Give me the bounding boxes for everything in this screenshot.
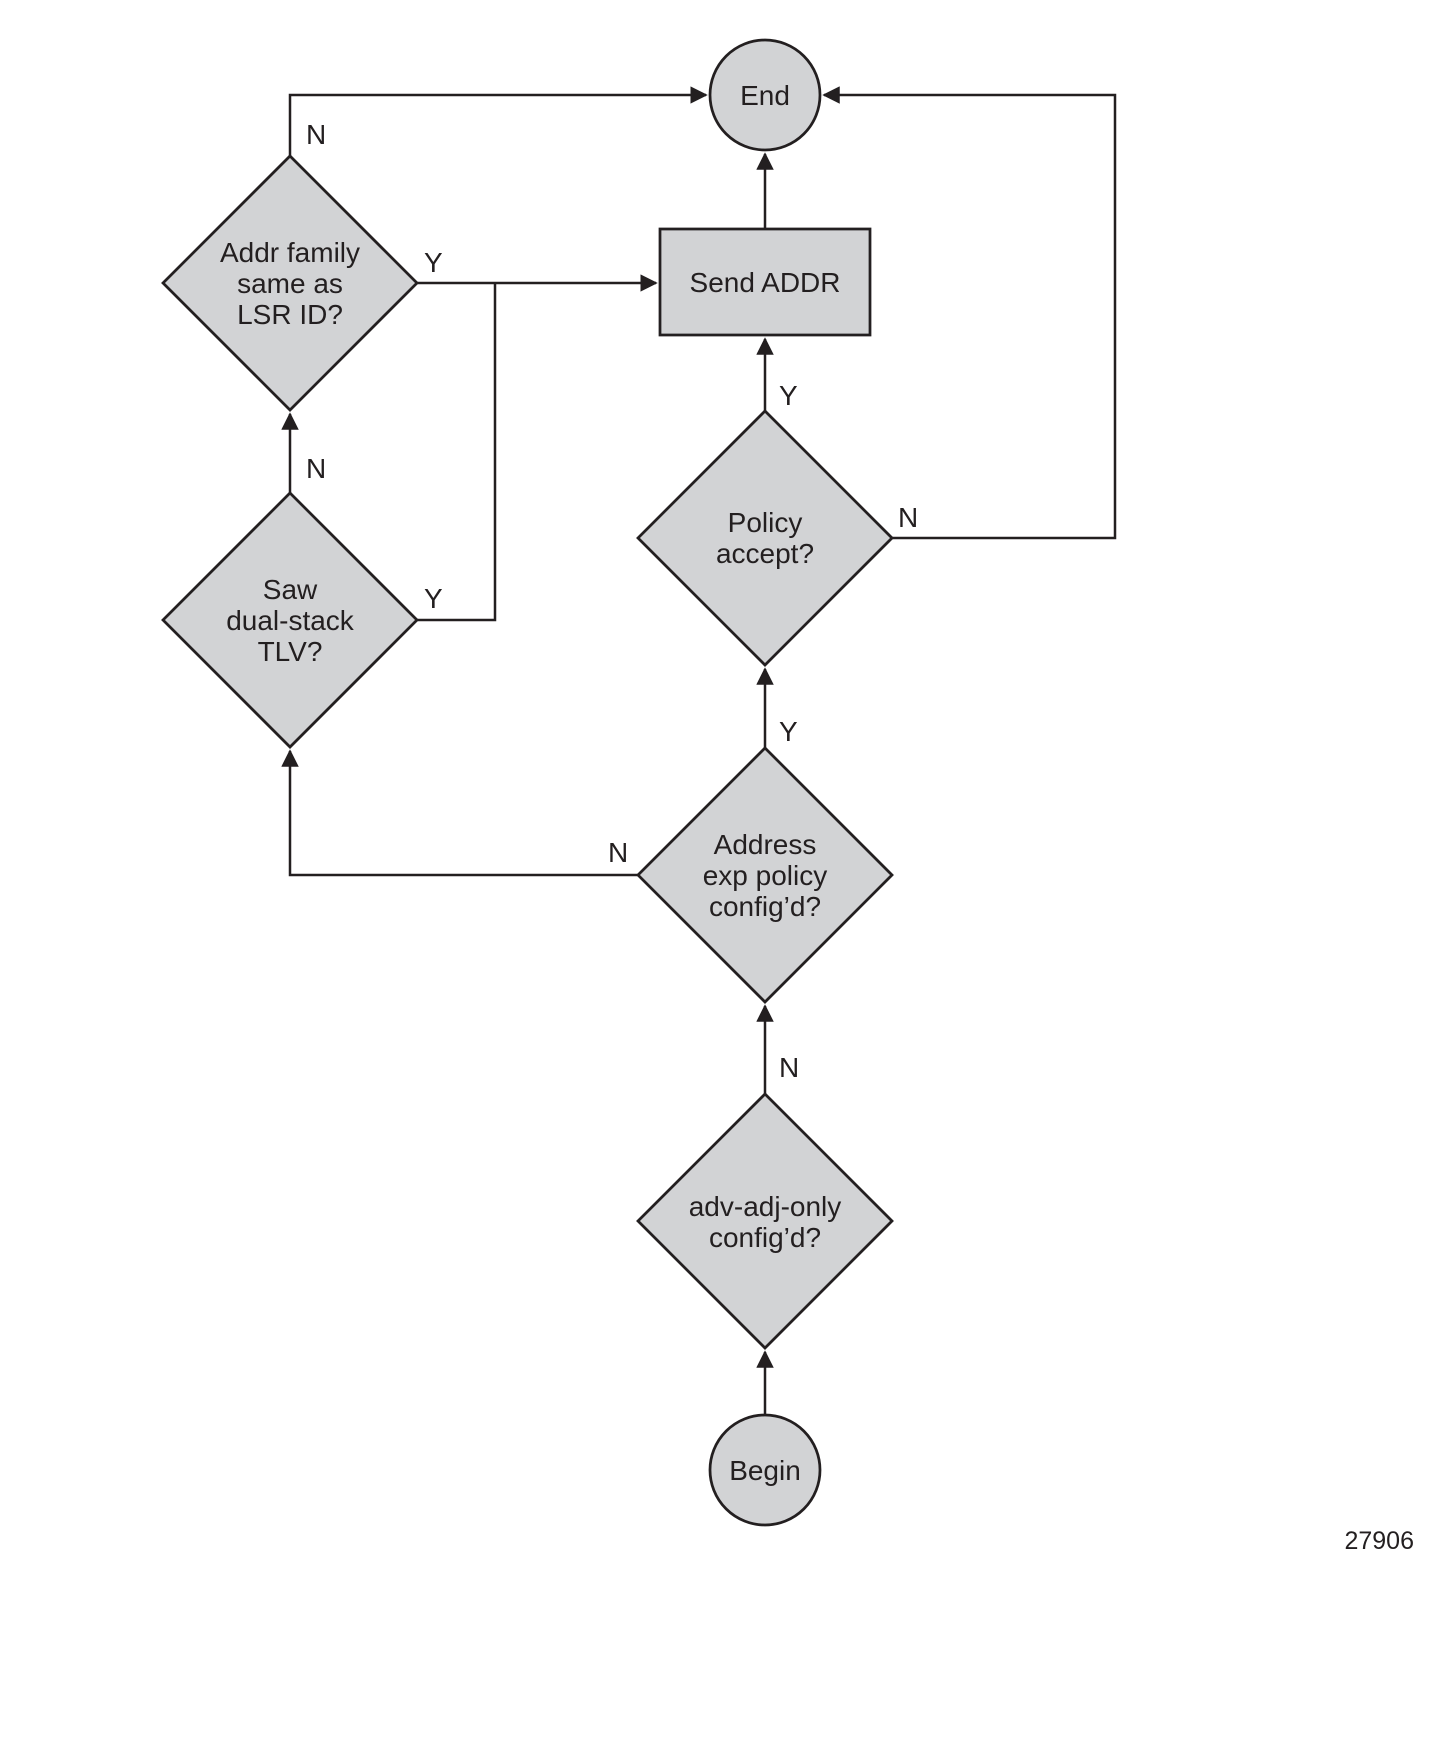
addr-family-decision — [161, 154, 419, 412]
adv-adj-only-label-line1: adv-adj-only — [689, 1191, 842, 1222]
addr-exp-policy-label-line3: config’d? — [709, 891, 821, 922]
edge-saw-dual-stack-yes-join — [417, 283, 497, 622]
addr-exp-policy-label-line1: Address — [714, 829, 817, 860]
policy-accept-label-line2: accept? — [716, 538, 814, 569]
edge-label-policy-accept-yes: Y — [779, 380, 798, 411]
edge-policy-accept-no-to-end — [822, 86, 1117, 540]
edge-label-addr-exp-policy-no: N — [608, 837, 628, 868]
begin-node — [708, 1413, 822, 1527]
edge-label-saw-dual-stack-no: N — [306, 453, 326, 484]
end-label: End — [740, 80, 790, 111]
addr-exp-policy-label-line2: exp policy — [703, 860, 828, 891]
edge-label-addr-family-no: N — [306, 119, 326, 150]
edge-label-policy-accept-no: N — [898, 502, 918, 533]
send-addr-label: Send ADDR — [690, 267, 841, 298]
edge-label-saw-dual-stack-yes: Y — [424, 583, 443, 614]
addr-family-label-line2: same as — [237, 268, 343, 299]
edge-addr-exp-policy-no-to-saw-dual-stack — [281, 749, 638, 877]
addr-family-label-line1: Addr family — [220, 237, 360, 268]
send-addr-node — [658, 227, 872, 337]
adv-adj-only-decision — [636, 1092, 894, 1350]
edge-addr-family-no-to-end — [288, 86, 708, 156]
saw-dual-stack-label-line1: Saw — [263, 574, 318, 605]
policy-accept-decision — [636, 409, 894, 667]
adv-adj-only-label-line2: config’d? — [709, 1222, 821, 1253]
end-node — [708, 38, 822, 152]
edge-label-addr-family-yes: Y — [424, 247, 443, 278]
addr-family-label-line3: LSR ID? — [237, 299, 343, 330]
edge-label-adv-adj-only-no: N — [779, 1052, 799, 1083]
policy-accept-label-line1: Policy — [728, 507, 803, 538]
saw-dual-stack-label-line2: dual-stack — [226, 605, 355, 636]
saw-dual-stack-label-line3: TLV? — [258, 636, 323, 667]
saw-dual-stack-decision — [161, 491, 419, 749]
addr-exp-policy-decision — [636, 746, 894, 1004]
figure-number: 27906 — [1344, 1527, 1414, 1555]
begin-label: Begin — [729, 1455, 801, 1486]
edge-label-addr-exp-policy-yes: Y — [779, 716, 798, 747]
